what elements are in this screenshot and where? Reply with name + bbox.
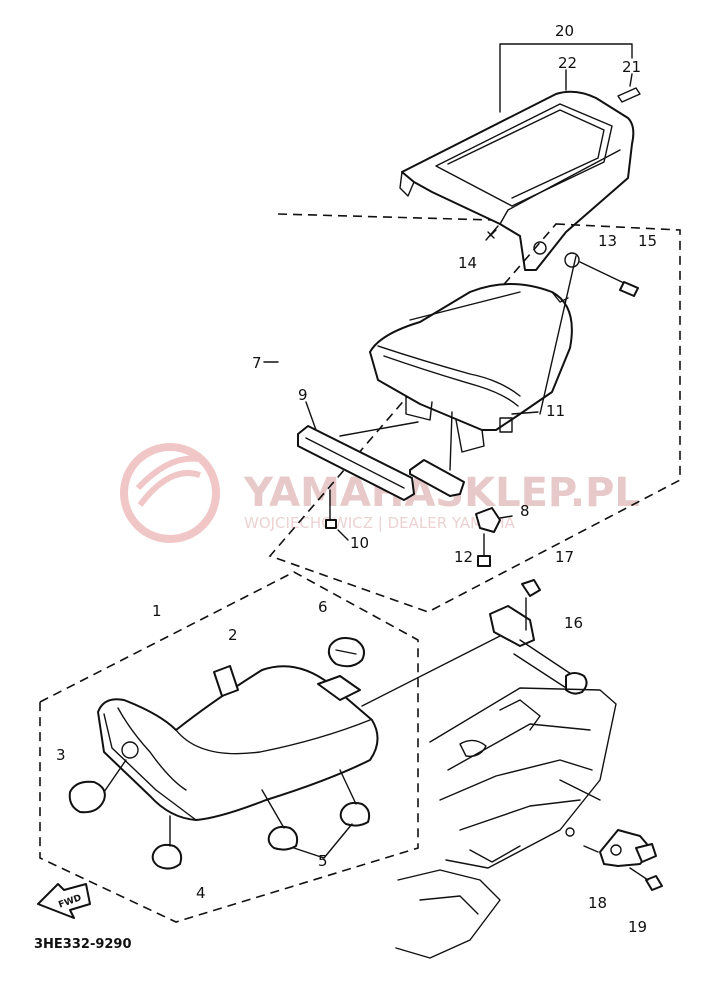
- callout-15: 15: [638, 232, 657, 250]
- callout-4: 4: [196, 884, 206, 902]
- seat-cowl: [399, 90, 635, 271]
- damper-5a: [267, 825, 299, 851]
- watermark: YAMAHASKLEP.PL WOJCIECHOWICZ | DEALER YA…: [120, 443, 640, 543]
- screw-19: [645, 875, 663, 891]
- callout-3: 3: [56, 746, 66, 764]
- clip-21: [617, 87, 641, 103]
- bolt-15: [619, 281, 639, 297]
- callout-22: 22: [558, 54, 577, 72]
- callout-12: 12: [454, 548, 473, 566]
- callout-2: 2: [228, 626, 238, 644]
- front-seat: [97, 665, 379, 821]
- callout-11: 11: [546, 402, 565, 420]
- fwd-arrow: FWD: [37, 883, 91, 919]
- bolt-12: [477, 555, 491, 567]
- callout-17: 17: [555, 548, 574, 566]
- callouts: 20 22 21 13 15 14 7 9 11 8 10 12 17 16 1…: [56, 22, 657, 936]
- callout-19: 19: [628, 918, 647, 936]
- callout-18: 18: [588, 894, 607, 912]
- callout-9: 9: [298, 386, 308, 404]
- callout-21: 21: [622, 58, 641, 76]
- callout-5: 5: [318, 852, 328, 870]
- callout-20: 20: [555, 22, 574, 40]
- frame: [395, 687, 617, 959]
- callout-14: 14: [458, 254, 477, 272]
- knob-3: [68, 780, 106, 814]
- rear-seat: [369, 283, 573, 453]
- callout-7: 7: [252, 354, 262, 372]
- callout-13: 13: [598, 232, 617, 250]
- washer-13: [564, 252, 580, 268]
- bolt-17: [521, 579, 541, 597]
- callout-16: 16: [564, 614, 583, 632]
- watermark-sub: WOJCIECHOWICZ | DEALER YAMAHA: [244, 514, 516, 532]
- damper-5b: [339, 801, 371, 827]
- damper-4: [151, 843, 183, 870]
- watermark-logo: [120, 443, 220, 543]
- diagram-caption: 3HE332-9290: [34, 937, 132, 952]
- seat-lock: [489, 579, 588, 695]
- callout-6: 6: [318, 598, 328, 616]
- pin-14: [485, 225, 499, 241]
- callout-1: 1: [152, 602, 162, 620]
- callout-8: 8: [520, 502, 530, 520]
- callout-10: 10: [350, 534, 369, 552]
- bracket-8: [475, 507, 501, 533]
